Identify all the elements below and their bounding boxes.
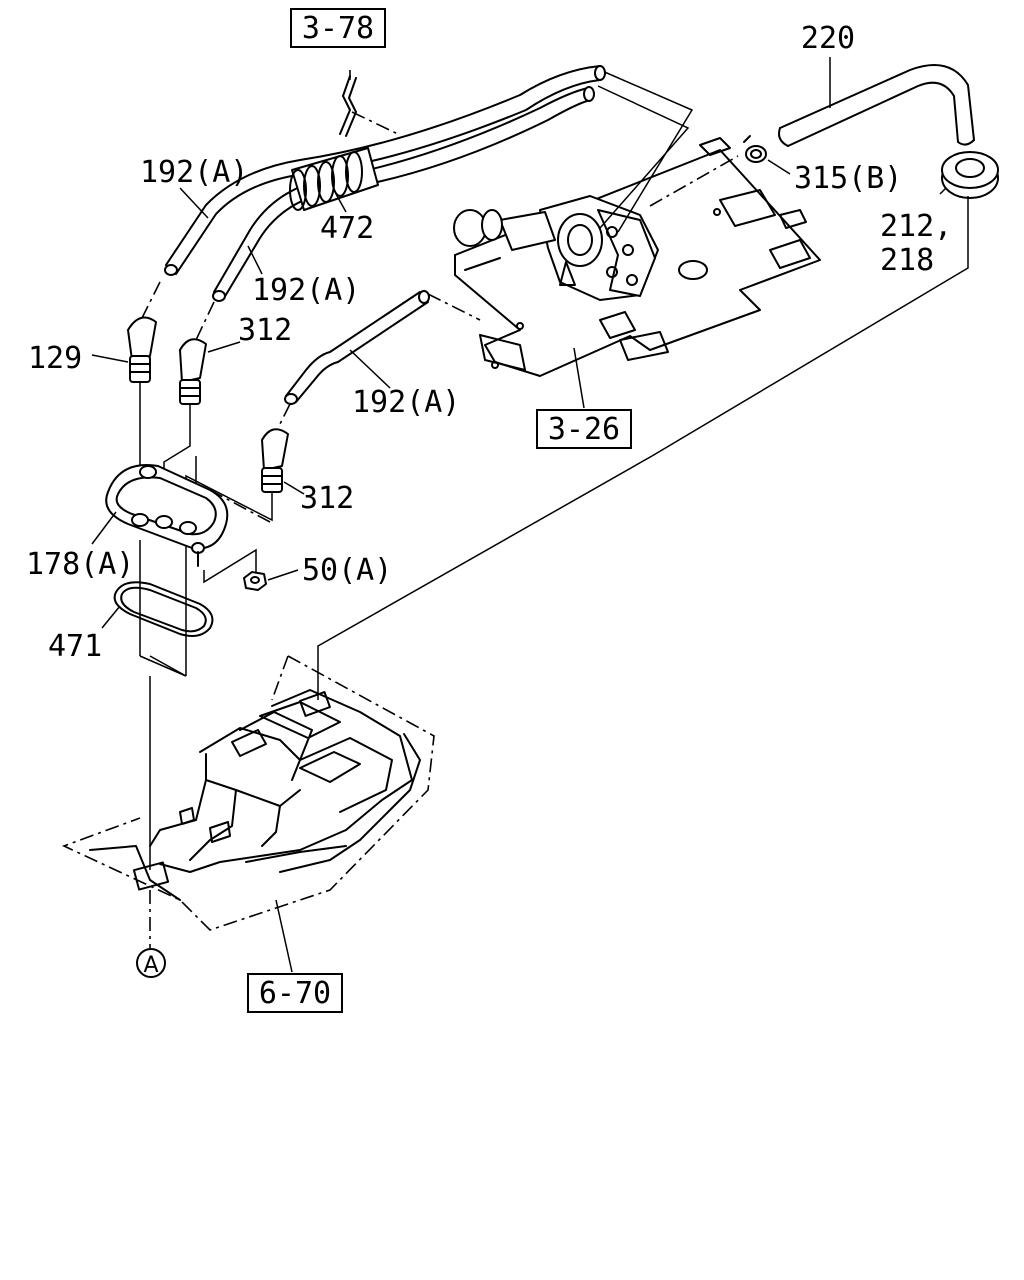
fitting-129[interactable] [127,316,157,383]
gasket-471[interactable] [113,581,214,637]
connector-a-label: A [143,953,158,978]
grommet-212-218[interactable] [941,151,999,199]
plate-178a[interactable] [105,464,229,567]
ref-box-3-26[interactable]: 3-26 [536,409,632,449]
fitting-312-low[interactable] [261,428,289,493]
callout-312-top: 312 [238,313,292,348]
connector-a[interactable]: A [136,948,166,978]
callout-218: 218 [880,243,934,278]
callout-212: 212, [880,209,952,244]
callout-471: 471 [48,629,102,664]
ref-label-3-26: 3-26 [548,412,620,447]
fuel-tank [61,655,435,931]
clamp-315b[interactable] [743,135,767,163]
callout-312-low: 312 [300,481,354,516]
fitting-312-top[interactable] [179,338,207,405]
callout-220: 220 [801,21,855,56]
ref-label-3-78: 3-78 [302,11,374,46]
switching-valve[interactable] [453,195,659,301]
callout-192a-top: 192(A) [140,155,248,190]
ref-label-6-70: 6-70 [259,976,331,1011]
callout-178a: 178(A) [26,547,134,582]
callout-315b: 315(B) [794,161,902,196]
nut-50a[interactable] [243,571,267,591]
hose-192a-upper[interactable] [164,65,606,276]
callout-192a-low: 192(A) [352,385,460,420]
callout-50a: 50(A) [302,553,392,588]
callout-472: 472 [320,211,374,246]
ref-box-3-78[interactable]: 3-78 [290,8,386,48]
hose-192a-lower[interactable] [284,290,430,405]
callout-192a-mid: 192(A) [252,273,360,308]
break-symbol [339,75,357,137]
mounting-bracket [454,137,821,377]
hose-192a-mid[interactable] [212,86,595,302]
protector-472[interactable] [289,147,379,211]
ref-box-6-70[interactable]: 6-70 [247,973,343,1013]
callout-129: 129 [28,341,82,376]
hose-220[interactable] [778,64,975,147]
